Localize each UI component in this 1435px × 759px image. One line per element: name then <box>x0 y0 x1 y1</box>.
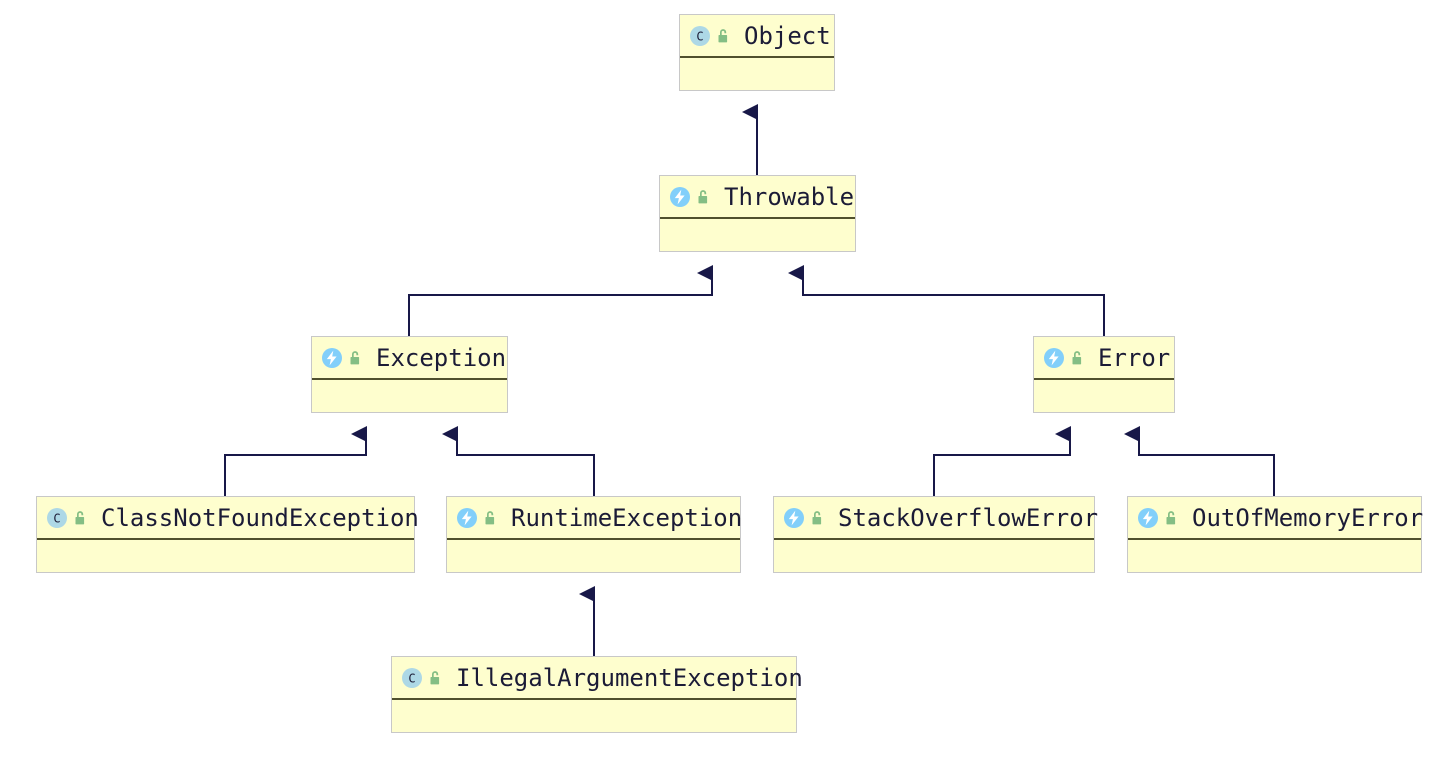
public-open-lock-icon <box>483 510 498 526</box>
edge-exception-throwable <box>408 265 713 336</box>
class-box-outofmemoryerror[interactable]: OutOfMemoryError <box>1127 496 1424 573</box>
public-open-lock-icon <box>1164 510 1179 526</box>
class-header-illegalargumentexception: C IllegalArgumentException <box>392 657 803 700</box>
class-header-stackoverflowerror: StackOverflowError <box>774 497 1098 540</box>
class-header-throwable: Throwable <box>660 176 855 219</box>
public-open-lock-icon <box>428 670 443 686</box>
public-open-lock-icon <box>73 510 88 526</box>
class-name-classnotfoundexception: ClassNotFoundException <box>101 503 419 532</box>
class-header-exception: Exception <box>312 337 507 380</box>
public-open-lock-icon <box>716 28 731 44</box>
class-header-classnotfoundexception: C ClassNotFoundException <box>37 497 419 540</box>
class-members-stackoverflowerror <box>774 540 1094 572</box>
exception-bolt-icon <box>1043 347 1065 369</box>
public-open-lock-icon <box>696 189 711 205</box>
class-box-runtimeexception[interactable]: RuntimeException <box>446 496 743 573</box>
class-name-error: Error <box>1098 343 1171 372</box>
class-name-throwable: Throwable <box>724 182 855 211</box>
class-box-exception[interactable]: Exception <box>311 336 508 413</box>
class-box-illegalargumentexception[interactable]: C IllegalArgumentException <box>391 656 803 733</box>
class-box-error[interactable]: Error <box>1033 336 1175 413</box>
svg-text:C: C <box>53 511 60 525</box>
svg-text:C: C <box>696 29 703 43</box>
class-name-runtimeexception: RuntimeException <box>511 503 743 532</box>
class-members-illegalargumentexception <box>392 700 796 732</box>
public-open-lock-icon <box>1070 350 1085 366</box>
class-members-exception <box>312 380 507 412</box>
class-members-throwable <box>660 219 855 251</box>
class-name-outofmemoryerror: OutOfMemoryError <box>1192 503 1424 532</box>
exception-bolt-icon <box>1137 507 1159 529</box>
class-name-illegalargumentexception: IllegalArgumentException <box>456 663 803 692</box>
class-header-runtimeexception: RuntimeException <box>447 497 743 540</box>
class-header-outofmemoryerror: OutOfMemoryError <box>1128 497 1424 540</box>
edge-rte-exception <box>442 426 595 496</box>
edge-oome-error <box>1124 426 1275 496</box>
class-name-object: Object <box>744 21 831 50</box>
class-box-classnotfoundexception[interactable]: C ClassNotFoundException <box>36 496 419 573</box>
class-name-exception: Exception <box>376 343 507 372</box>
edge-error-throwable <box>788 265 1105 336</box>
edge-soe-error <box>933 426 1071 496</box>
exception-bolt-icon <box>321 347 343 369</box>
class-members-object <box>680 58 834 90</box>
public-open-lock-icon <box>348 350 363 366</box>
class-members-outofmemoryerror <box>1128 540 1421 572</box>
svg-text:C: C <box>408 671 415 685</box>
class-name-stackoverflowerror: StackOverflowError <box>838 503 1099 532</box>
class-circle-c-icon: C <box>46 507 68 529</box>
exception-bolt-icon <box>456 507 478 529</box>
exception-bolt-icon <box>783 507 805 529</box>
class-box-stackoverflowerror[interactable]: StackOverflowError <box>773 496 1098 573</box>
class-members-error <box>1034 380 1174 412</box>
class-header-error: Error <box>1034 337 1174 380</box>
public-open-lock-icon <box>810 510 825 526</box>
class-members-runtimeexception <box>447 540 740 572</box>
class-box-object[interactable]: C Object <box>679 14 835 91</box>
class-members-classnotfoundexception <box>37 540 414 572</box>
class-header-object: C Object <box>680 15 834 58</box>
class-box-throwable[interactable]: Throwable <box>659 175 856 252</box>
exception-bolt-icon <box>669 186 691 208</box>
class-circle-c-icon: C <box>401 667 423 689</box>
edge-cnfe-exception <box>224 426 367 496</box>
class-circle-c-icon: C <box>689 25 711 47</box>
